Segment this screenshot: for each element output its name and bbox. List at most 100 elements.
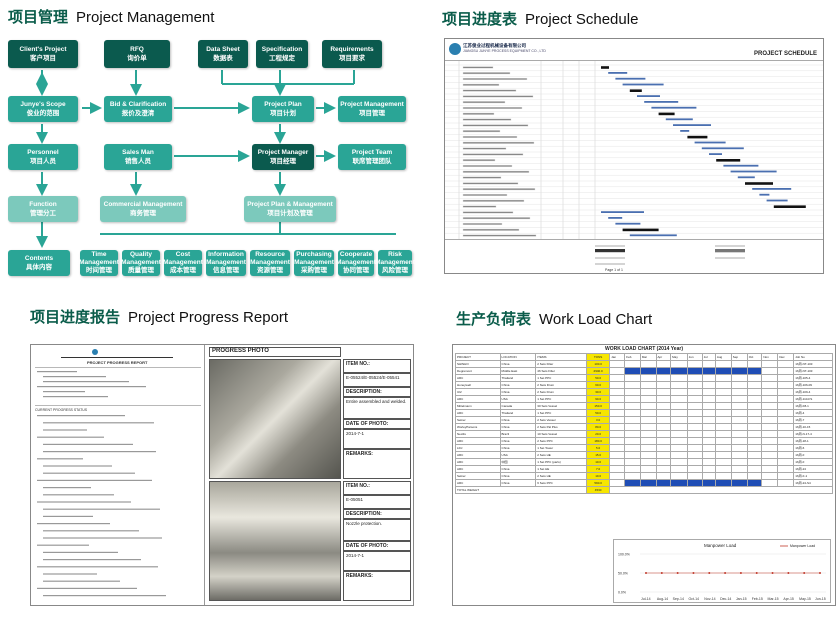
schedule-task-text [462, 211, 514, 214]
workload-header-cell: TONS [585, 353, 611, 361]
meta-value: E-05524/E-05524/E-05541 [346, 375, 400, 380]
report-text-line [37, 566, 158, 568]
workload-job-cell: 16周-NT-103 [793, 360, 833, 368]
gantt-bar [629, 234, 677, 237]
report-text-line [37, 501, 131, 503]
gantt-bar [629, 89, 642, 92]
workload-month-cell [670, 416, 688, 424]
workload-month-cell [639, 451, 657, 459]
workload-month-cell [701, 465, 716, 473]
workload-tons-cell: 590.0 [585, 479, 611, 487]
workload-month-cell [714, 360, 732, 368]
node-zh-label: 项目要求 [339, 54, 365, 62]
workload-header-cell: May [670, 353, 688, 361]
workload-month-cell [609, 388, 626, 396]
workload-month-cell [670, 402, 688, 410]
x-tick-label: Dec-14 [720, 597, 731, 601]
workload-job-cell: 16周-109-4 [793, 388, 833, 396]
node-zh-label: 销售人员 [125, 157, 151, 165]
node-en-label: Project Manager [257, 148, 309, 156]
gantt-bar [622, 228, 659, 232]
report-text-line [43, 508, 160, 510]
workload-title: WORK LOAD CHART (2014 Year) [605, 346, 683, 352]
schedule-task-text [462, 217, 531, 220]
progress-report-document: PROJECT PROGRESS REPORT CURRENT PROGRESS… [30, 344, 414, 606]
workload-cell: China [499, 416, 537, 424]
workload-month-cell [746, 458, 763, 466]
node-en-label: Information Management [206, 250, 246, 266]
node-zh-label: 询价单 [127, 54, 147, 62]
workload-tons-cell: 20.0 [585, 430, 611, 438]
node-en-label: Requirements [330, 45, 374, 53]
workload-job-cell: 16周-105-4 [793, 374, 833, 382]
report-text-line [43, 551, 118, 553]
workload-month-cell [701, 409, 716, 417]
node-zh-label: 风险管理 [382, 267, 408, 275]
workload-month-cell [655, 444, 672, 452]
node-en-label: Sales Man [122, 148, 154, 156]
workload-month-cell [730, 430, 748, 438]
workload-cell: ARC [455, 395, 501, 403]
report-text-line [43, 381, 129, 383]
node-en-label: Data Sheet [206, 45, 240, 53]
workload-cell: 46 Sets Filter [535, 367, 587, 375]
workload-cell: USA [499, 451, 537, 459]
report-text-line [37, 587, 137, 589]
workload-month-cell [655, 409, 672, 417]
workload-month-cell [730, 437, 748, 445]
workload-month-cell [761, 395, 779, 403]
workload-month-cell [714, 451, 732, 459]
workload-month-cell [686, 374, 703, 382]
workload-cell: China [499, 479, 537, 487]
workload-month-cell [761, 402, 779, 410]
workload-month-cell [746, 395, 763, 403]
workload-cell: 2 Sets HE [535, 472, 587, 480]
schedule-task-text [462, 78, 528, 81]
gantt-bar [716, 159, 741, 162]
workload-month-cell [746, 381, 763, 389]
workload-job-cell: 16周-106-09 [793, 381, 833, 389]
meta-date-value-1: 2014-7-1 [343, 429, 411, 449]
workload-month-cell [639, 472, 657, 480]
report-text-line [37, 371, 77, 373]
workload-month-cell [746, 472, 763, 480]
workload-month-cell [670, 437, 688, 445]
schedule-task-text [462, 141, 535, 144]
section-title-en: Work Load Chart [539, 311, 653, 328]
workload-month-cell [701, 395, 716, 403]
schedule-legend: Page 1 of 1 [445, 239, 823, 273]
workload-month-cell [777, 388, 795, 396]
workload-cell: Selner [455, 472, 501, 480]
project-schedule-document: 江苏俊业过程机械设备有限公司 JIANGSU JUNYE PROCESS EQU… [444, 38, 824, 274]
report-text-line [43, 580, 120, 582]
meta-remarks-1: REMARKS: [343, 449, 411, 479]
workload-month-cell [761, 437, 779, 445]
workload-month-cell [761, 360, 779, 368]
schedule-task-text [462, 164, 513, 167]
workload-month-cell [686, 360, 703, 368]
workload-header-cell: Oct [746, 353, 763, 361]
workload-month-cell [609, 430, 626, 438]
node-en-label: Junye's Scope [20, 100, 66, 108]
schedule-task-text [462, 205, 497, 208]
node-en-label: RFQ [130, 45, 144, 53]
workload-month-cell [701, 388, 716, 396]
workload-cell: ARC [455, 458, 501, 466]
workload-month-cell [761, 479, 779, 487]
workload-month-cell [701, 381, 716, 389]
report-text-line [43, 429, 87, 431]
schedule-gantt-grid [445, 61, 823, 239]
report-text-line [43, 494, 114, 496]
workload-month-cell [714, 444, 732, 452]
workload-cell: 1 Set Tower [535, 444, 587, 452]
workload-month-cell [624, 367, 641, 375]
